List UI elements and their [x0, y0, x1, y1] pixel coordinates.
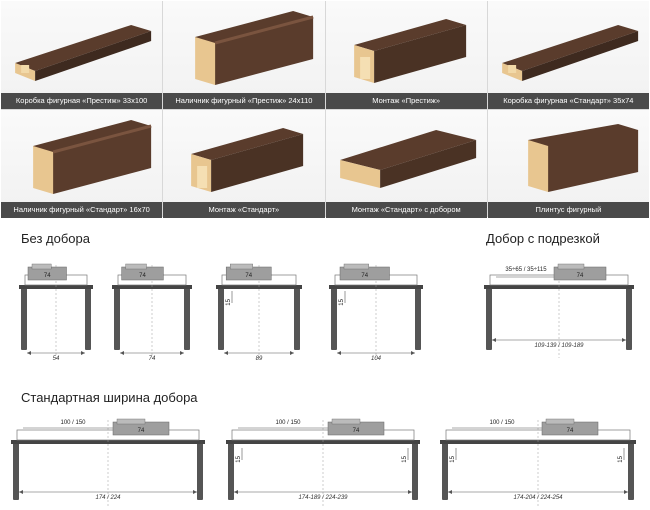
jamb-leg	[184, 287, 190, 350]
assembly-icon	[191, 128, 304, 192]
bottom-dimension-label: 174-204 / 224-254	[513, 495, 563, 501]
top-dimension-label: 74	[138, 428, 145, 434]
extension-dimension-label: 100 / 150	[60, 420, 86, 426]
top-dimension-label: 74	[353, 428, 360, 434]
jamb-leg	[412, 442, 418, 500]
top-dimension-label: 74	[577, 273, 584, 279]
jamb-leg	[197, 442, 203, 500]
section-title-standard-width: Стандартная ширина добора	[21, 390, 198, 405]
jamb-leg	[85, 287, 91, 350]
jamb-leg	[228, 442, 234, 500]
product-tile: Коробка фигурная «Стандарт» 35x74	[487, 1, 649, 109]
bottom-dimension-label: 89	[256, 356, 263, 362]
casing-profile-icon	[195, 11, 314, 85]
wall-block	[231, 429, 415, 441]
wall-block	[445, 429, 631, 441]
top-dimension-label: 74	[361, 273, 368, 279]
side-dimension-label: 15	[402, 455, 408, 462]
product-caption: Наличник фигурный «Стандарт» 16x70	[1, 202, 163, 218]
frame-profile-icon	[501, 25, 638, 81]
bottom-dimension-label: 54	[53, 356, 60, 362]
product-tile: Монтаж «Престиж»	[325, 1, 487, 109]
jamb-leg	[415, 287, 421, 350]
bottom-dimension-label: 104	[371, 356, 382, 362]
assembly-icon	[353, 19, 466, 83]
product-tile: Наличник фигурный «Престиж» 24x110	[163, 1, 325, 109]
jamb-leg	[442, 442, 448, 500]
bottom-dimension-label: 174 / 224	[95, 495, 121, 501]
side-dimension-label: 15	[618, 455, 624, 462]
jamb-leg	[626, 287, 632, 350]
wall-block	[16, 429, 200, 441]
casing-profile-icon	[33, 120, 152, 194]
jamb-leg	[331, 287, 337, 350]
product-caption: Монтаж «Стандарт» с добором	[325, 202, 487, 218]
product-tile: Плинтус фигурный	[487, 110, 649, 218]
product-caption: Коробка фигурная «Стандарт» 35x74	[487, 93, 649, 109]
side-dimension-label: 15	[339, 298, 345, 305]
jamb-leg	[114, 287, 120, 350]
product-caption: Коробка фигурная «Престиж» 33x100	[1, 93, 163, 109]
bottom-dimension-label: 74	[149, 356, 156, 362]
jamb-leg	[21, 287, 27, 350]
jamb-leg	[294, 287, 300, 350]
extension-dimension-label: 100 / 150	[275, 420, 301, 426]
jamb-leg	[486, 287, 492, 350]
product-caption: Наличник фигурный «Престиж» 24x110	[163, 93, 325, 109]
section-title-extension-cut: Добор с подрезкой	[486, 231, 600, 246]
product-caption: Монтаж «Стандарт»	[163, 202, 325, 218]
bottom-dimension-label: 109-139 / 109-189	[534, 343, 584, 349]
jamb-leg	[13, 442, 19, 500]
section-title-no-extension: Без добора	[21, 231, 90, 246]
product-tile: Коробка фигурная «Престиж» 33x100	[1, 1, 163, 109]
side-dimension-label: 15	[236, 455, 242, 462]
range-dimension-label: 35÷65 / 35÷115	[505, 267, 547, 273]
product-caption: Плинтус фигурный	[487, 202, 649, 218]
product-tile: Монтаж «Стандарт»	[163, 110, 325, 218]
baseboard-icon	[527, 124, 638, 192]
top-dimension-label: 74	[44, 273, 51, 279]
top-dimension-label: 74	[567, 428, 574, 434]
top-dimension-label: 74	[139, 273, 146, 279]
product-tile: Монтаж «Стандарт» с добором	[325, 110, 487, 218]
product-caption: Монтаж «Престиж»	[325, 93, 487, 109]
frame-profile-icon	[15, 25, 152, 81]
side-dimension-label: 15	[450, 455, 456, 462]
jamb-leg	[218, 287, 224, 350]
top-dimension-label: 74	[245, 273, 252, 279]
extension-dimension-label: 100 / 150	[489, 420, 515, 426]
product-tile: Наличник фигурный «Стандарт» 16x70	[1, 110, 163, 218]
bottom-dimension-label: 174-189 / 224-239	[298, 495, 348, 501]
assembly-extension-icon	[339, 130, 476, 188]
jamb-leg	[628, 442, 634, 500]
side-dimension-label: 15	[226, 298, 232, 305]
